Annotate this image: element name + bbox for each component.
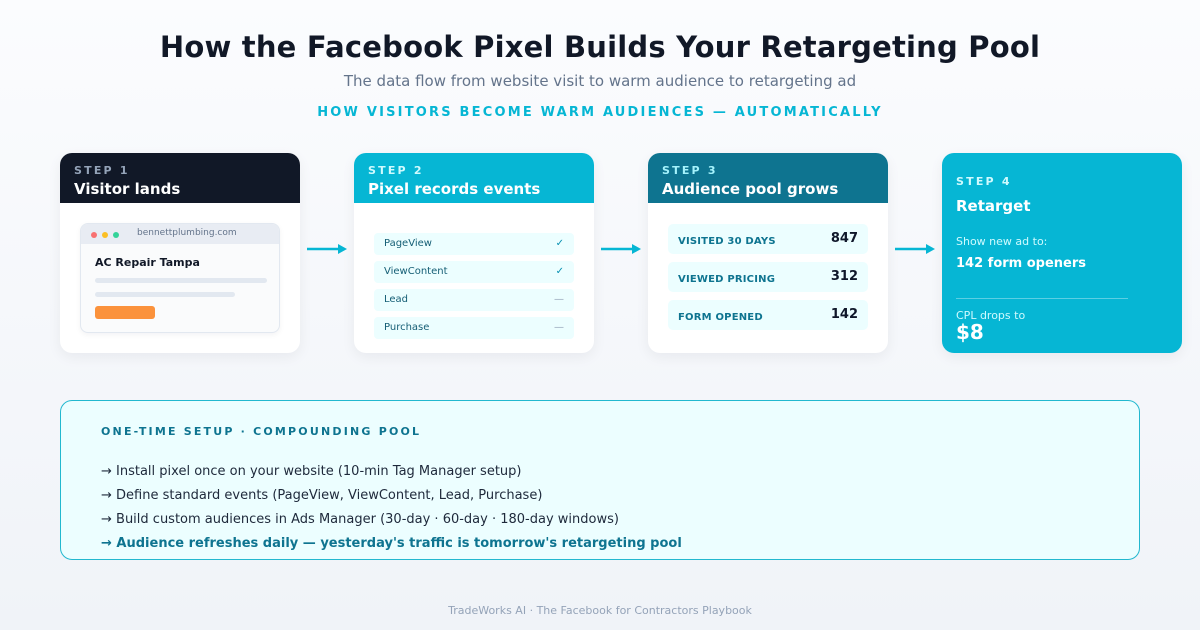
audience-row: FORM OPENED 142 xyxy=(668,300,868,330)
page-subtitle: The data flow from website visit to warm… xyxy=(343,72,857,90)
step-card-header: STEP 3 Audience pool grows xyxy=(648,153,888,203)
step-card-header: STEP 2 Pixel records events xyxy=(354,153,594,203)
step-card-4: STEP 4 Retarget Show new ad to: 142 form… xyxy=(942,153,1182,353)
step-title: Audience pool grows xyxy=(662,180,839,198)
step-label: STEP 4 xyxy=(956,175,1012,188)
step-card-1: STEP 1 Visitor lands bennettplumbing.com… xyxy=(60,153,300,353)
cpl-value: $8 xyxy=(956,320,984,344)
text-placeholder-line xyxy=(95,278,267,283)
step-card-header: STEP 1 Visitor lands xyxy=(60,153,300,203)
text-placeholder-line xyxy=(95,292,235,297)
setup-kicker: ONE-TIME SETUP · COMPOUNDING POOL xyxy=(101,425,422,438)
maximize-dot-icon xyxy=(113,232,119,238)
audience-count: 312 xyxy=(830,269,858,284)
browser-bar: bennettplumbing.com xyxy=(81,224,279,244)
arrow-right-icon xyxy=(895,244,935,254)
audience-label: VIEWED PRICING xyxy=(678,274,776,285)
show-ad-label: Show new ad to: xyxy=(956,235,1048,248)
browser-mockup: bennettplumbing.com AC Repair Tampa xyxy=(80,223,280,333)
dash-icon: — xyxy=(554,322,564,333)
section-kicker: HOW VISITORS BECOME WARM AUDIENCES — AUT… xyxy=(317,105,883,120)
step-title: Visitor lands xyxy=(74,180,181,198)
event-row: PageView ✓ xyxy=(374,233,574,255)
event-row: ViewContent ✓ xyxy=(374,261,574,283)
arrow-right-icon xyxy=(601,244,641,254)
check-icon: ✓ xyxy=(555,266,564,277)
website-heading: AC Repair Tampa xyxy=(95,256,200,269)
event-row: Lead — xyxy=(374,289,574,311)
event-row: Purchase — xyxy=(374,317,574,339)
event-name: Lead xyxy=(384,294,409,305)
audience-label: VISITED 30 DAYS xyxy=(678,236,776,247)
step-label: STEP 3 xyxy=(662,164,718,177)
step-label: STEP 2 xyxy=(368,164,424,177)
check-icon: ✓ xyxy=(555,238,564,249)
dash-icon: — xyxy=(554,294,564,305)
step-title: Pixel records events xyxy=(368,180,541,198)
close-dot-icon xyxy=(91,232,97,238)
event-name: PageView xyxy=(384,238,432,249)
footer-credit: TradeWorks AI · The Facebook for Contrac… xyxy=(448,604,752,617)
step-label: STEP 1 xyxy=(74,164,130,177)
setup-item: → Define standard events (PageView, View… xyxy=(101,488,543,503)
setup-item: → Install pixel once on your website (10… xyxy=(101,464,522,479)
setup-panel: ONE-TIME SETUP · COMPOUNDING POOL → Inst… xyxy=(60,400,1140,560)
setup-item: → Build custom audiences in Ads Manager … xyxy=(101,512,619,527)
event-name: Purchase xyxy=(384,322,430,333)
browser-url: bennettplumbing.com xyxy=(137,228,237,238)
audience-count: 142 xyxy=(830,307,858,322)
audience-row: VIEWED PRICING 312 xyxy=(668,262,868,292)
step-title: Retarget xyxy=(956,197,1031,215)
step-card-3: STEP 3 Audience pool grows VISITED 30 DA… xyxy=(648,153,888,353)
step-card-2: STEP 2 Pixel records events PageView ✓ V… xyxy=(354,153,594,353)
cta-button-placeholder xyxy=(95,306,155,319)
setup-item-highlight: → Audience refreshes daily — yesterday's… xyxy=(101,536,682,551)
retarget-audience: 142 form openers xyxy=(956,256,1087,271)
page-title: How the Facebook Pixel Builds Your Retar… xyxy=(159,30,1041,64)
event-name: ViewContent xyxy=(384,266,448,277)
audience-row: VISITED 30 DAYS 847 xyxy=(668,224,868,254)
audience-label: FORM OPENED xyxy=(678,312,763,323)
minimize-dot-icon xyxy=(102,232,108,238)
arrow-right-icon xyxy=(307,244,347,254)
audience-count: 847 xyxy=(830,231,858,246)
cpl-label: CPL drops to xyxy=(956,309,1026,322)
divider xyxy=(956,298,1128,299)
